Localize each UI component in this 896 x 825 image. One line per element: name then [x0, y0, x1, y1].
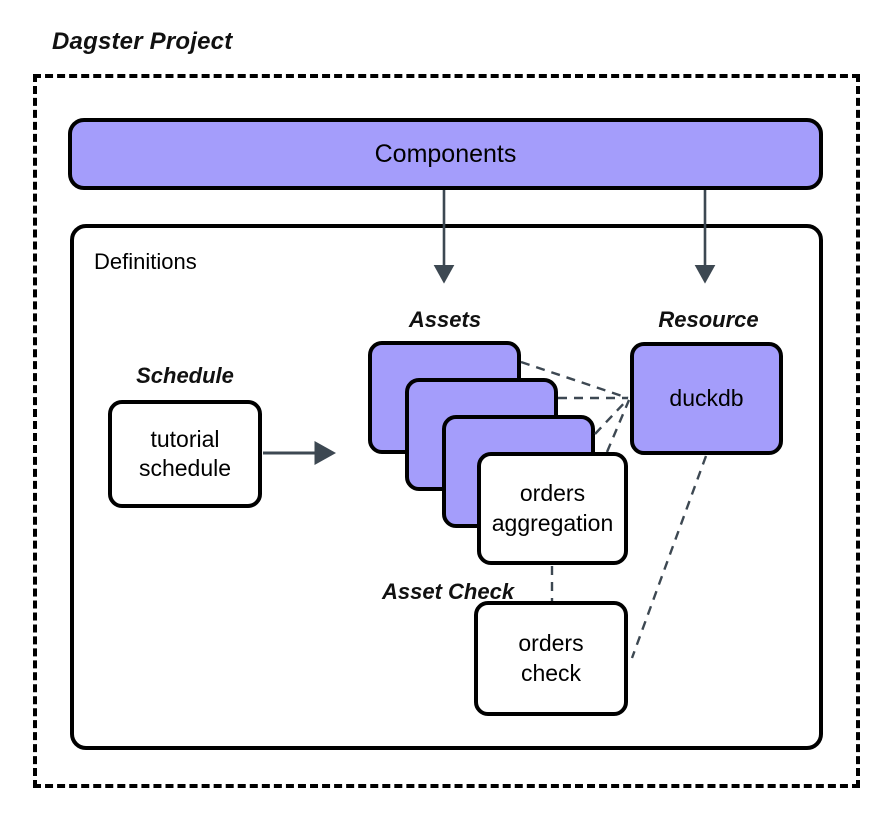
- schedule-caption: Schedule: [136, 363, 234, 388]
- orders-check-line-1: orders: [518, 630, 584, 657]
- orders-check-node[interactable]: orders check: [474, 601, 628, 716]
- project-title: Dagster Project: [52, 28, 233, 55]
- tutorial-schedule-line-2: schedule: [138, 455, 232, 481]
- asset-check-caption: Asset Check: [382, 578, 514, 606]
- orders-aggregation-node[interactable]: orders aggregation: [477, 452, 628, 565]
- resource-caption: Resource: [658, 307, 759, 332]
- dagster-project-frame: [33, 74, 860, 788]
- asset-check-caption-line-2: Check: [448, 579, 515, 604]
- orders-aggregation-line-2: aggregation: [491, 509, 614, 536]
- definitions-label: Definitions: [94, 249, 197, 274]
- tutorial-schedule-node[interactable]: tutorial schedule: [108, 400, 262, 508]
- asset-check-caption-line-1: Asset: [382, 579, 442, 604]
- assets-caption: Assets: [408, 307, 482, 332]
- orders-aggregation-line-1: orders: [519, 480, 586, 507]
- components-node[interactable]: Components: [68, 118, 823, 190]
- tutorial-schedule-line-1: tutorial: [150, 425, 220, 452]
- duckdb-node[interactable]: duckdb: [630, 342, 783, 455]
- components-label: Components: [374, 140, 517, 168]
- orders-check-line-2: check: [520, 659, 582, 686]
- duckdb-label: duckdb: [669, 384, 744, 411]
